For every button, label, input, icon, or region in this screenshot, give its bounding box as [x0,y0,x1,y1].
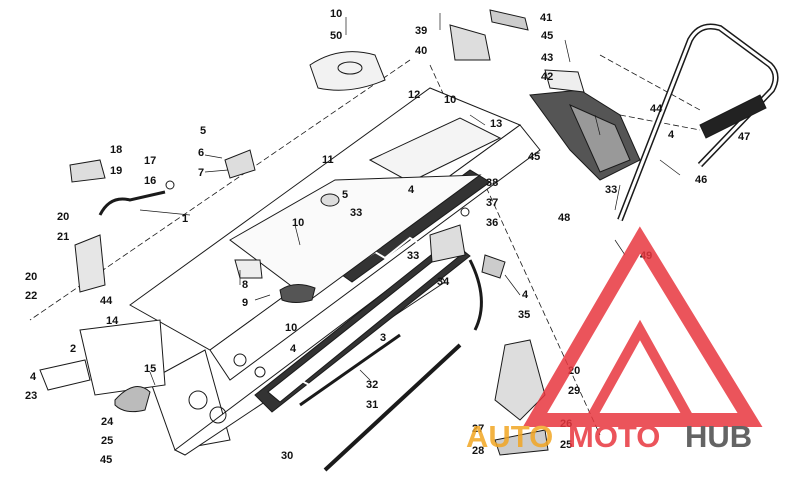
callout-42: 42 [541,71,553,83]
running-board [254,169,491,413]
callout-28: 28 [472,445,484,457]
seat-pad [309,51,386,91]
callout-19: 19 [110,165,122,177]
callout-24: 24 [101,416,114,428]
callout-44a: 44 [650,103,663,115]
callout-34: 34 [437,276,450,288]
callout-48: 48 [558,212,570,224]
callout-25a: 25 [101,435,113,447]
callout-47: 47 [738,131,750,143]
callout-50: 50 [330,30,342,42]
callout-21: 21 [57,231,69,243]
watermark-moto: MOTO [568,419,660,454]
callout-17: 17 [144,155,156,167]
callout-37: 37 [486,197,498,209]
watermark-triangles [522,226,763,427]
callout-3: 3 [380,332,386,344]
callout-4e: 4 [668,129,675,141]
callout-1: 1 [182,213,188,225]
callout-45b: 45 [528,151,540,163]
callout-9: 9 [242,297,248,309]
callout-36: 36 [486,217,498,229]
rails [299,333,462,472]
callout-14: 14 [106,315,119,327]
callout-40: 40 [415,45,427,57]
callout-13: 13 [490,118,502,130]
watermark-hub: HUB [685,419,752,454]
tunnel-plate [229,174,482,301]
callout-4c: 4 [408,184,415,196]
callout-6: 6 [198,147,204,159]
callout-4d: 4 [522,289,529,301]
callout-45c: 45 [100,454,112,466]
callout-29: 29 [568,385,580,397]
callout-4b: 4 [290,343,297,355]
callout-20b: 20 [25,271,37,283]
callout-35: 35 [518,309,530,321]
callout-30: 30 [281,450,293,462]
callout-15: 15 [144,363,156,375]
footrest-bracket [468,259,549,456]
callout-12: 12 [408,89,420,101]
callout-41: 41 [540,12,552,24]
rear-bumper [617,23,779,222]
callout-44b: 44 [100,295,113,307]
callout-23: 23 [25,390,37,402]
callout-27: 27 [472,423,484,435]
small-brackets [165,149,506,303]
callout-25b: 25 [560,439,572,451]
watermark-auto: AUTO [466,419,553,454]
callout-33c: 33 [605,184,617,196]
callout-10b: 10 [444,94,456,106]
callout-8: 8 [242,279,248,291]
callout-10c: 10 [292,217,304,229]
watermark-logo: AUTO MOTO HUB [466,226,763,454]
callout-11: 11 [322,154,334,166]
callout-22: 22 [25,290,37,302]
callout-5b: 5 [342,189,348,201]
snowflap [529,89,641,181]
callout-43: 43 [541,52,553,64]
left-brackets [39,159,166,413]
callout-38: 38 [486,177,498,189]
callout-32: 32 [366,379,378,391]
callout-4a: 4 [30,371,37,383]
callout-31: 31 [366,399,378,411]
callout-5a: 5 [200,125,206,137]
callout-10d: 10 [285,322,297,334]
callout-18: 18 [110,144,122,156]
callout-16: 16 [144,175,156,187]
callout-33b: 33 [407,250,419,262]
leader-lines [139,13,681,386]
callout-45a: 45 [541,30,553,42]
callout-39: 39 [415,25,427,37]
callout-20a: 20 [57,211,69,223]
callout-46: 46 [695,174,707,186]
callout-2: 2 [70,343,76,355]
hitch-bracket [449,9,585,93]
callout-10a: 10 [330,8,342,20]
callout-33a: 33 [350,207,362,219]
callout-7: 7 [198,167,204,179]
